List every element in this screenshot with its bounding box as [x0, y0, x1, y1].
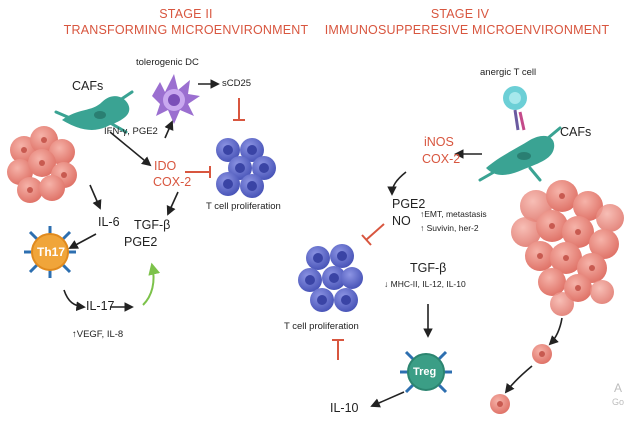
ido-label: IDO [154, 159, 177, 173]
tolerogenic-dc-cell [152, 74, 200, 124]
cox2-label-right: COX-2 [422, 152, 461, 166]
emt-label: ↑EMT, metastasis [420, 209, 487, 219]
pge2-label-right: PGE2 [392, 197, 426, 211]
ifn-pge2-label: IFN-γ, PGE2 [104, 126, 158, 137]
il17-label: IL-17 [86, 299, 115, 313]
tcell-cluster-left [216, 138, 276, 198]
tcell-proliferation-label-left: T cell proliferation [206, 201, 281, 212]
th17-label: Th17 [37, 245, 66, 259]
no-label: NO [392, 214, 411, 228]
cox2-label-left: COX-2 [153, 175, 192, 189]
cafs-label-right: CAFs [560, 125, 592, 139]
scd25-label: sCD25 [222, 78, 252, 89]
tgf-beta-label-left: TGF-β [134, 218, 171, 232]
left-inhibitions [185, 98, 245, 178]
th17-cell [24, 226, 76, 278]
survivin-label: ↑ Suvivin, her-2 [420, 223, 479, 233]
caf-cell-right [478, 126, 562, 182]
pge2-label-left: PGE2 [124, 235, 158, 249]
vegf-il8-label: ↑VEGF, IL-8 [72, 329, 124, 340]
stage4-subheading: IMMUNOSUPPERESIVE MICROENVIRONMENT [324, 23, 610, 37]
tolerogenic-dc-label: tolerogenic DC [136, 57, 199, 68]
right-inhibitions [332, 223, 385, 360]
metastatic-cells [490, 344, 552, 414]
anergic-tcell [503, 86, 527, 131]
tcell-cluster-right [298, 244, 363, 312]
mhc-label: ↓ MHC-II, IL-12, IL-10 [384, 279, 466, 289]
treg-cell [400, 350, 452, 394]
treg-label: Treg [413, 366, 437, 378]
il10-label: IL-10 [330, 401, 359, 415]
cafs-label-left: CAFs [72, 79, 104, 93]
tumor-cluster-left [7, 126, 77, 203]
stage4-heading: STAGE IV [430, 7, 490, 21]
right-arrows [370, 149, 563, 408]
anergic-tcell-label: anergic T cell [480, 67, 537, 78]
stage2-heading: STAGE II [159, 7, 213, 21]
stage2-subheading: TRANSFORMING MICROENVIRONMENT [63, 23, 309, 37]
tgf-beta-label-right: TGF-β [410, 261, 447, 275]
tumor-mass-right [511, 180, 624, 316]
inos-label: iNOS [424, 135, 454, 149]
watermark-line2: Go [612, 397, 625, 407]
green-feedback-arrow [142, 262, 161, 306]
caf-cell-left [54, 90, 134, 134]
left-arrows [63, 79, 220, 312]
tcell-proliferation-label-right: T cell proliferation [284, 321, 359, 332]
watermark-line1: A [614, 381, 623, 395]
il6-label: IL-6 [98, 215, 120, 229]
